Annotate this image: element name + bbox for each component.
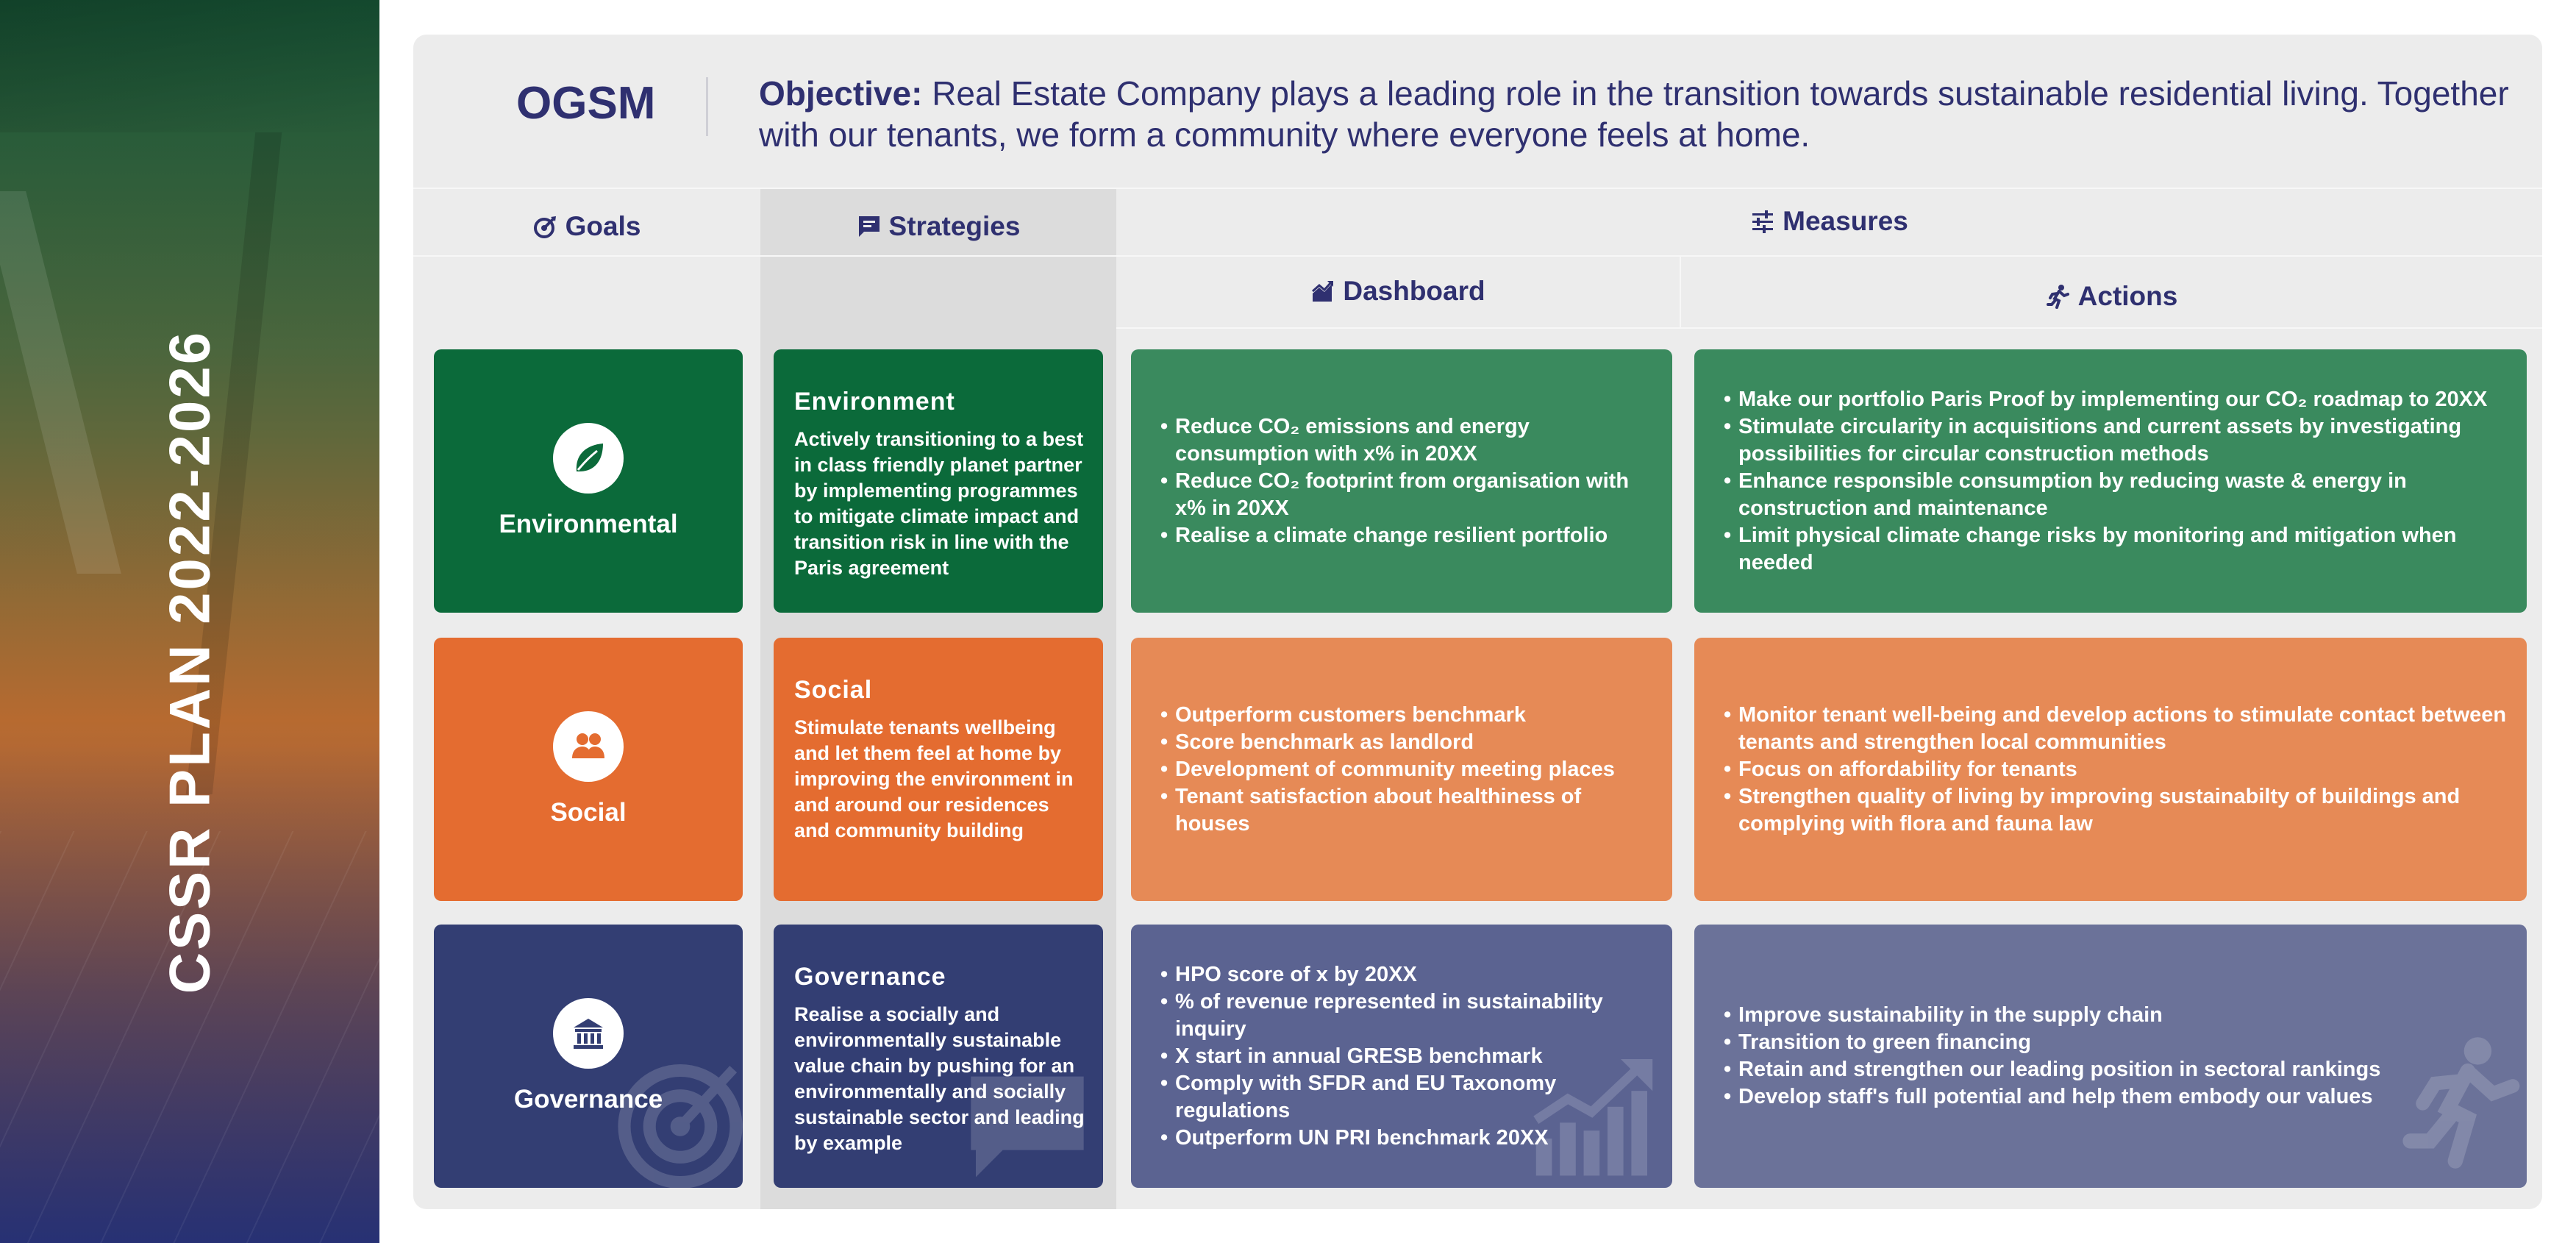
divider [1116,327,2542,329]
column-head-goals: Goals [413,188,760,266]
list-item: Strengthen quality of living by improvin… [1724,783,2511,838]
goal-environmental: Environmental [434,349,743,613]
banner-title: CSSR PLAN 2022-2026 [157,330,222,994]
page-title: OGSM [516,78,656,129]
divider [413,188,2542,189]
list-item: Score benchmark as landlord [1160,729,1656,756]
strategy-governance: Governance Realise a socially and enviro… [774,925,1103,1188]
column-head-measures: Measures [1116,188,2542,255]
goal-governance: Governance [434,925,743,1188]
actions-governance: Improve sustainability in the supply cha… [1694,925,2527,1188]
list-item: Realise a climate change resilient portf… [1160,522,1656,549]
banner-shade [0,0,379,132]
list-item: HPO score of x by 20XX [1160,961,1656,989]
chat-icon [858,216,880,237]
leaf-icon [576,444,603,471]
list-item: Retain and strengthen our leading positi… [1724,1056,2511,1083]
list-item: Tenant satisfaction about healthiness of… [1160,783,1656,838]
list-item: Transition to green financing [1724,1029,2511,1056]
target-icon [533,216,556,238]
strategy-text: Actively transitioning to a best in clas… [794,428,1084,579]
list-item: Develop staff's full potential and help … [1724,1083,2511,1111]
goal-label: Governance [513,1085,663,1114]
target-watermark-icon [618,1064,743,1188]
divider [1680,255,1681,327]
column-head-actions: Actions [1681,255,2542,338]
strategy-social: Social Stimulate tenants wellbeing and l… [774,638,1103,901]
list-item: Reduce CO₂ footprint from organisation w… [1160,468,1656,522]
sliders-icon [1752,210,1774,233]
column-head-dashboard: Dashboard [1116,255,1680,327]
list-item: Enhance responsible consumption by reduc… [1724,468,2511,522]
bank-icon [574,1019,603,1049]
banner-floor [0,831,379,1243]
list-item: Reduce CO₂ emissions and energy consumpt… [1160,413,1656,468]
list-item: % of revenue represented in sustainabili… [1160,989,1656,1043]
people-icon [572,733,604,758]
chat-watermark-icon [971,1076,1084,1178]
list-item: Limit physical climate change risks by m… [1724,522,2511,577]
actions-environmental: Make our portfolio Paris Proof by implem… [1694,349,2527,613]
divider [413,255,2542,257]
actions-social: Monitor tenant well-being and develop ac… [1694,638,2527,901]
trend-chart-icon [1312,281,1334,302]
list-item: Outperform UN PRI benchmark 20XX [1160,1125,1656,1152]
dashboard-governance: HPO score of x by 20XX % of revenue repr… [1131,925,1672,1188]
list-item: Outperform customers benchmark [1160,702,1656,729]
strategy-title: Social [794,676,873,704]
list-item: Development of community meeting places [1160,756,1656,783]
strategy-environment: Environment Actively transitioning to a … [774,349,1103,613]
strategy-title: Governance [794,963,946,991]
list-item: Make our portfolio Paris Proof by implem… [1724,386,2511,413]
list-item: Comply with SFDR and EU Taxonomy regulat… [1160,1070,1656,1125]
dashboard-social: Outperform customers benchmark Score ben… [1131,638,1672,901]
strategy-text: Realise a socially and environmentally s… [794,1003,1085,1154]
dashboard-environmental: Reduce CO₂ emissions and energy consumpt… [1131,349,1672,613]
column-head-strategies: Strategies [760,188,1116,266]
list-item: Stimulate circularity in acquisitions an… [1724,413,2511,468]
strategy-text: Stimulate tenants wellbeing and let them… [794,716,1074,841]
objective-text: Objective: Real Estate Company plays a l… [759,74,2509,154]
goal-label: Environmental [499,510,678,538]
ogsm-panel: OGSM Objective: Real Estate Company play… [413,35,2542,1209]
running-person-icon [2046,285,2069,309]
list-item: Improve sustainability in the supply cha… [1724,1002,2511,1029]
list-item: X start in annual GRESB benchmark [1160,1043,1656,1070]
banner-beam [0,191,121,574]
strategy-title: Environment [794,388,955,416]
goal-label: Social [550,798,627,827]
list-item: Monitor tenant well-being and develop ac… [1724,702,2511,756]
list-item: Focus on affordability for tenants [1724,756,2511,783]
banner-image: CSSR PLAN 2022-2026 [0,0,379,1243]
goal-social: Social [434,638,743,901]
header-separator [706,77,708,136]
